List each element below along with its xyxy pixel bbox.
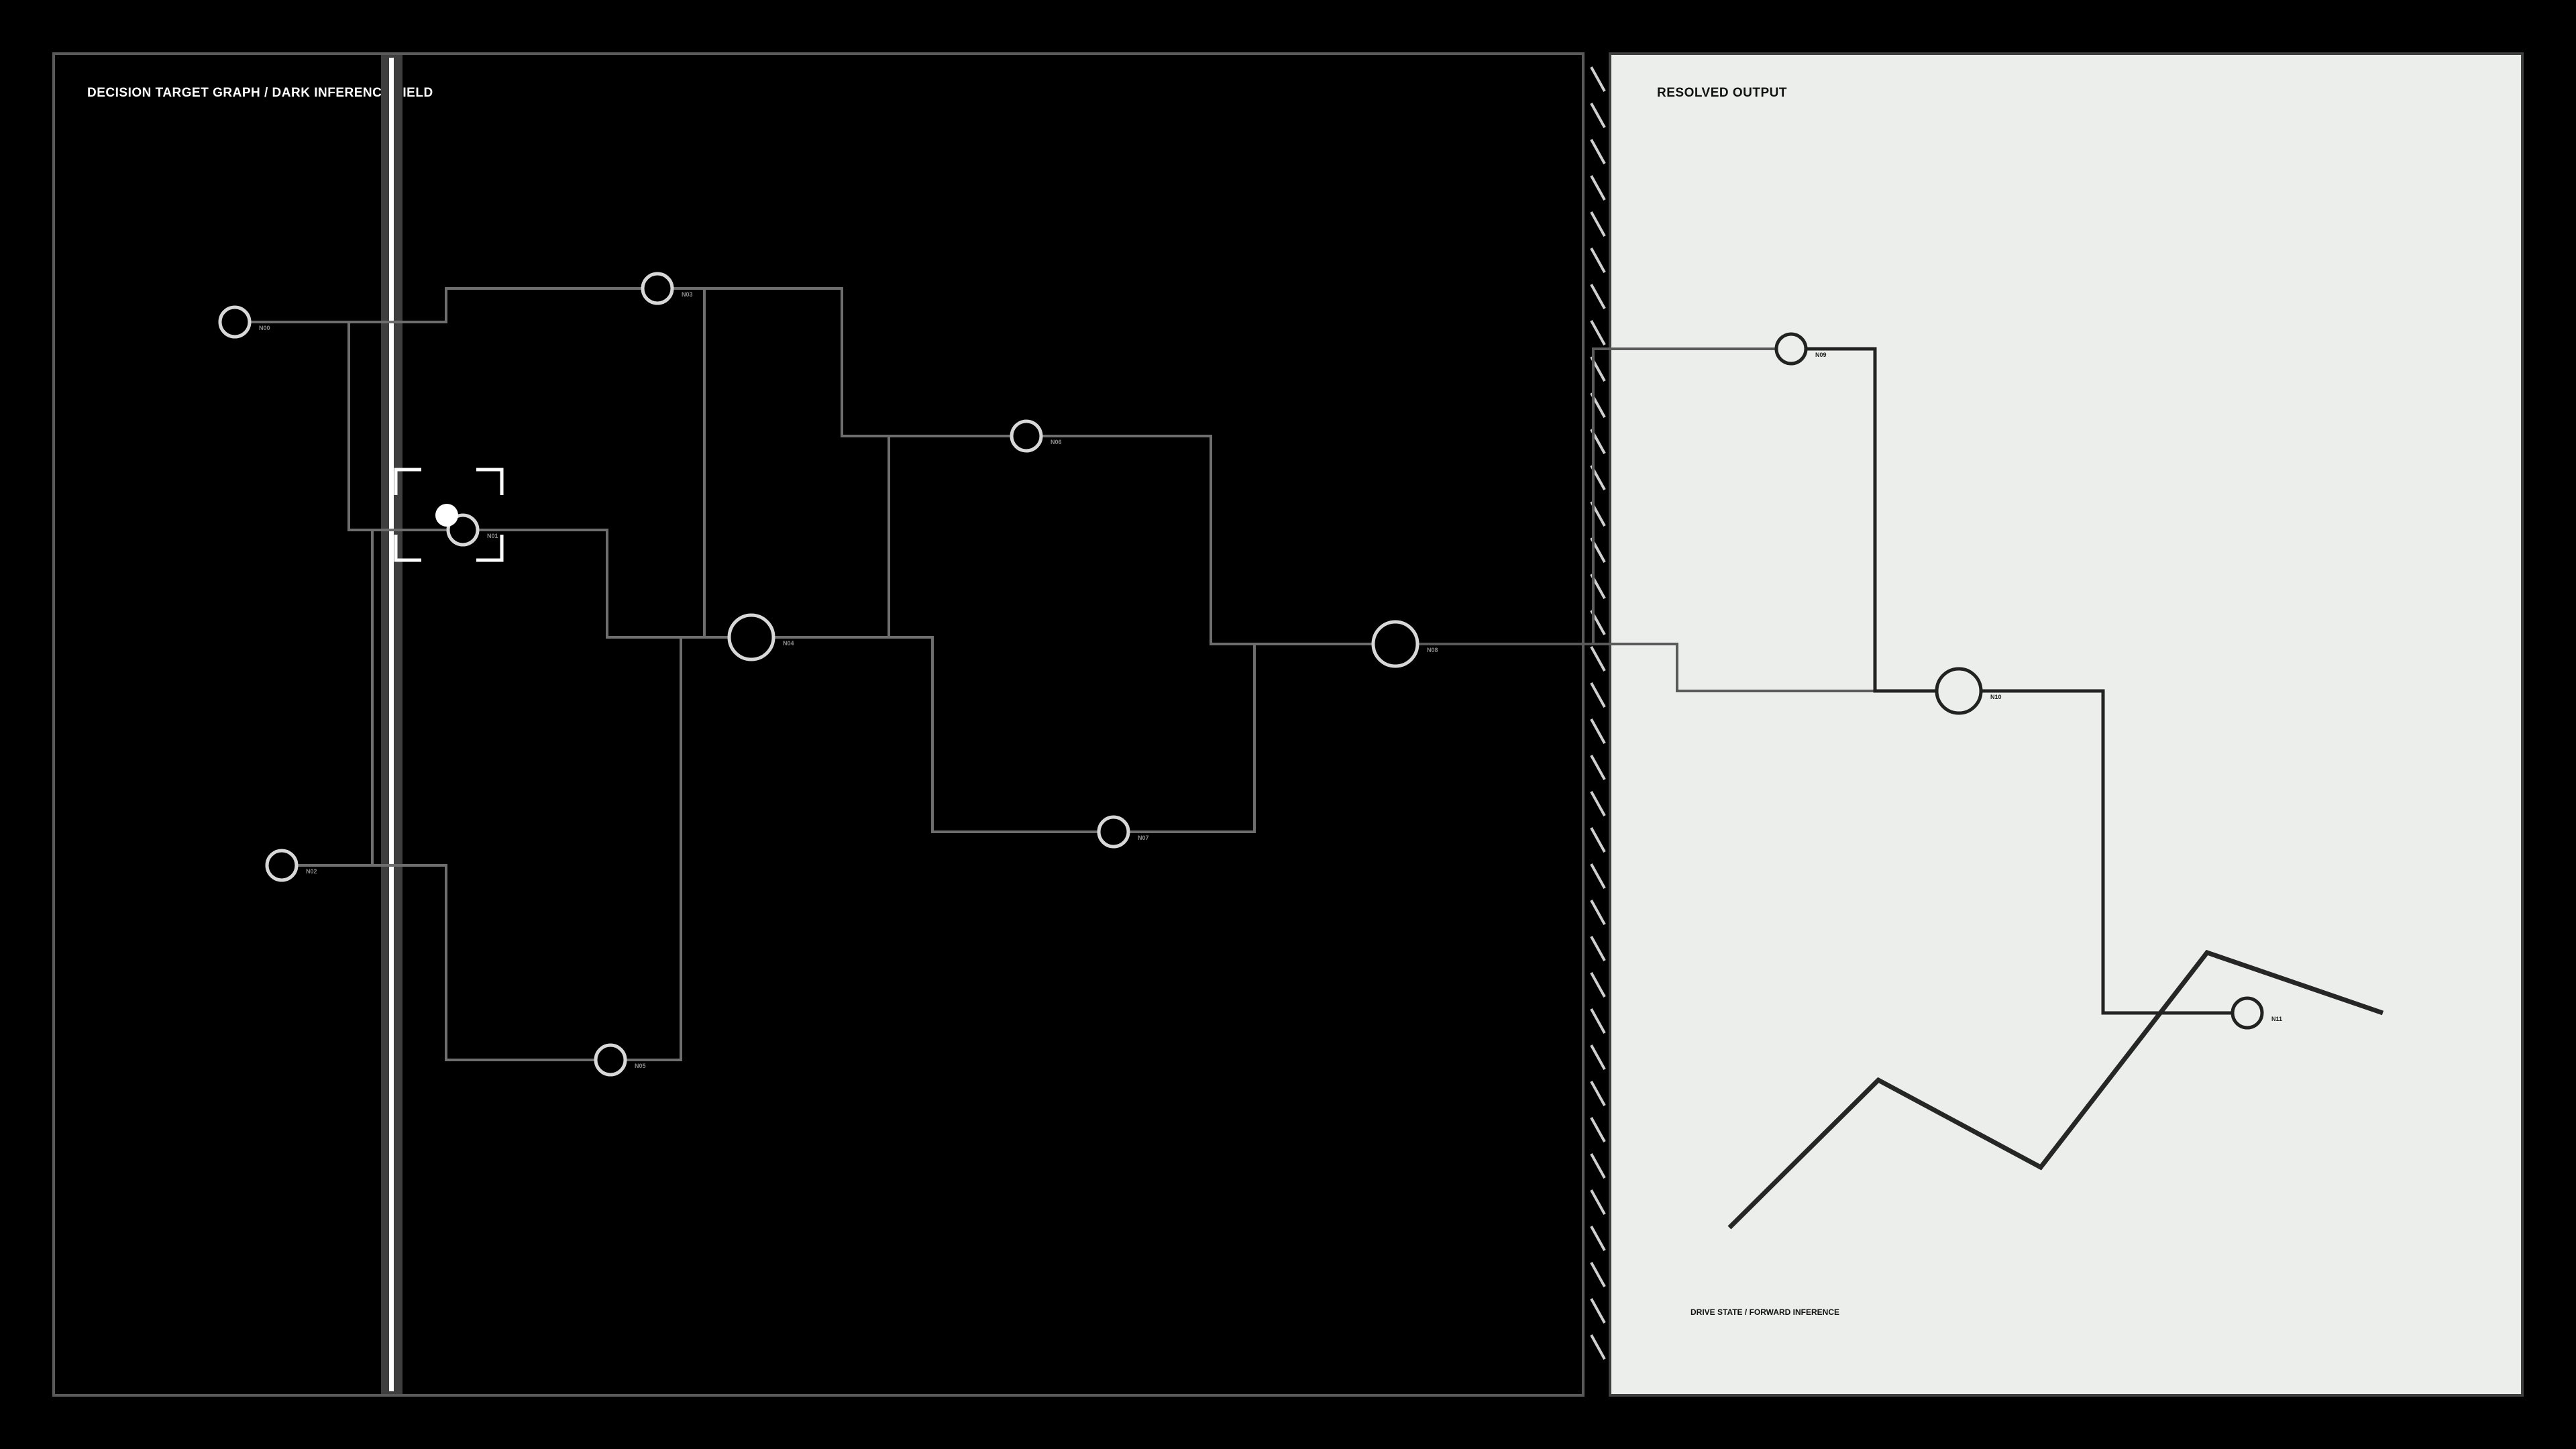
reticle-corner [476, 535, 504, 562]
scan-bar-highlight [389, 58, 394, 1391]
node-n06[interactable]: N06 [1010, 419, 1062, 453]
graph-edges [235, 287, 2247, 1061]
edge-n02-n01 [282, 529, 463, 867]
node-n11[interactable]: N11 [2231, 996, 2282, 1030]
node-label: N01 [487, 533, 498, 539]
seam-hatch-mark [1590, 1081, 1606, 1106]
node-ring [2231, 996, 2264, 1030]
seam-hatch-mark [1590, 1262, 1606, 1287]
node-ring [265, 849, 299, 882]
seam-hatch-mark [1590, 1298, 1606, 1324]
seam-hatch-mark [1590, 827, 1606, 853]
edge-n04-n07 [751, 636, 1114, 833]
node-ring [1097, 815, 1130, 849]
node-label: N06 [1051, 439, 1062, 445]
seam-hatch-mark [1590, 139, 1606, 164]
left-panel: DECISION TARGET GRAPH / DARK INFERENCE F… [52, 52, 1585, 1397]
node-n01[interactable]: N01 [446, 513, 498, 547]
reticle-corner [476, 468, 504, 495]
node-n04[interactable]: N04 [727, 613, 794, 661]
node-ring [446, 513, 480, 547]
node-n05[interactable]: N05 [594, 1043, 646, 1077]
seam-hatch-mark [1590, 755, 1606, 780]
seam-hatch-mark [1590, 66, 1606, 92]
node-n00[interactable]: N00 [218, 305, 270, 339]
seam-hatch-mark [1590, 791, 1606, 816]
reticle-corner [394, 468, 421, 495]
cursor-dot [435, 504, 458, 527]
seam-hatch-mark [1590, 682, 1606, 708]
right-panel-footer: DRIVE STATE / FORWARD INFERENCE [1690, 1307, 1839, 1317]
edge-n08-n09 [1395, 347, 1791, 645]
seam-hatch-mark [1590, 284, 1606, 309]
seam-hatch-mark [1590, 1008, 1606, 1034]
seam-hatch-mark [1590, 900, 1606, 925]
node-ring [1935, 667, 1983, 715]
node-label: N04 [783, 640, 794, 647]
seam-hatch-mark [1590, 718, 1606, 744]
node-ring [1010, 419, 1043, 453]
node-n03[interactable]: N03 [641, 272, 693, 305]
node-ring [1371, 620, 1419, 668]
seam-hatch-mark [1590, 1189, 1606, 1215]
seam-hatch-mark [1590, 1334, 1606, 1360]
node-n07[interactable]: N07 [1097, 815, 1149, 849]
node-label: N03 [682, 291, 693, 298]
node-ring [218, 305, 252, 339]
edge-n01-n04 [463, 529, 751, 639]
node-ring [641, 272, 674, 305]
node-n02[interactable]: N02 [265, 849, 317, 882]
node-label: N11 [2271, 1016, 2282, 1022]
node-label: N09 [1815, 352, 1827, 358]
node-n10[interactable]: N10 [1935, 667, 2002, 715]
node-n09[interactable]: N09 [1774, 332, 1827, 366]
seam-hatch-mark [1590, 936, 1606, 961]
edge-n09-n10 [1791, 347, 1959, 693]
seam-hatch-mark [1590, 103, 1606, 128]
node-ring [1774, 332, 1808, 366]
right-panel: RESOLVED OUTPUT DRIVE STATE / FORWARD IN… [1609, 52, 2524, 1397]
node-label: N07 [1138, 835, 1149, 841]
seam-hatch-mark [1590, 972, 1606, 998]
seam-hatch-mark [1590, 1153, 1606, 1179]
node-label: N00 [259, 325, 270, 331]
reticle-corner [394, 535, 421, 562]
target-reticle[interactable] [394, 468, 504, 562]
seam-hatch-mark [1590, 211, 1606, 237]
edge-n10-n11 [1959, 689, 2247, 1015]
node-label: N10 [1990, 694, 2002, 700]
edge-n05-n04 [610, 636, 751, 1061]
right-panel-frame [1609, 52, 2524, 1397]
seam-hatch-mark [1590, 175, 1606, 201]
seam-hatch-mark [1590, 863, 1606, 889]
left-panel-frame [52, 52, 1585, 1397]
drive-state-trace [1727, 949, 2384, 1230]
seam-hatch-mark [1590, 320, 1606, 345]
node-n08[interactable]: N08 [1371, 620, 1438, 668]
seam-hatch-mark [1590, 1044, 1606, 1070]
node-ring [594, 1043, 627, 1077]
seam-hatch-mark [1590, 1226, 1606, 1251]
seam-hatch-mark [1590, 646, 1606, 672]
seam-hatch-mark [1590, 248, 1606, 273]
edge-n07-n08 [1114, 643, 1395, 833]
seam-hatch-mark [1590, 1117, 1606, 1142]
right-panel-title: RESOLVED OUTPUT [1657, 86, 1787, 100]
node-label: N02 [306, 868, 317, 875]
node-label: N05 [635, 1063, 646, 1069]
node-ring [727, 613, 775, 661]
node-label: N08 [1427, 647, 1438, 653]
left-panel-title: DECISION TARGET GRAPH / DARK INFERENCE F… [87, 86, 433, 100]
